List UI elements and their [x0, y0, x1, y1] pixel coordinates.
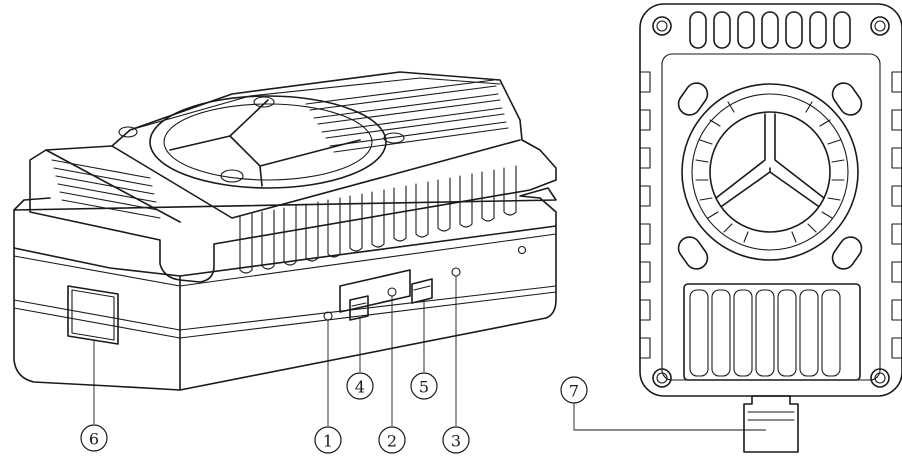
hole-3 [451, 267, 461, 277]
fan-ring [149, 95, 387, 189]
callout-3-label: 3 [451, 432, 461, 451]
callout-6-label: 6 [89, 430, 99, 449]
connector-7 [743, 395, 799, 453]
callout-3: 3 [442, 426, 470, 454]
callout-7-label: 7 [569, 382, 579, 401]
callout-6: 6 [80, 424, 108, 452]
upper-housing [29, 71, 557, 283]
bottom-vent-block [683, 283, 861, 381]
callout-1: 1 [314, 426, 342, 454]
port-4-connector [349, 295, 369, 321]
fan-hub [709, 111, 831, 233]
callout-2-label: 2 [387, 432, 397, 451]
fan-spokes [715, 113, 825, 199]
callout-2: 2 [378, 426, 406, 454]
callout-5-label: 5 [419, 378, 429, 397]
port-6-opening [67, 285, 119, 345]
port-5-connector [411, 278, 433, 304]
callout-5: 5 [410, 372, 438, 400]
callout-7: 7 [560, 376, 588, 404]
callout-4-label: 4 [355, 378, 365, 397]
callout-1-label: 1 [323, 432, 333, 451]
top-vent-row [689, 11, 851, 49]
fan-outer-ring [681, 83, 859, 261]
callout-4: 4 [346, 372, 374, 400]
side-fins [239, 165, 517, 274]
top-view-outline [639, 3, 902, 397]
base-plate [13, 187, 557, 391]
hole-2 [387, 287, 397, 297]
isometric-view [13, 71, 557, 391]
top-view [639, 3, 902, 453]
leader-lines [93, 276, 766, 431]
